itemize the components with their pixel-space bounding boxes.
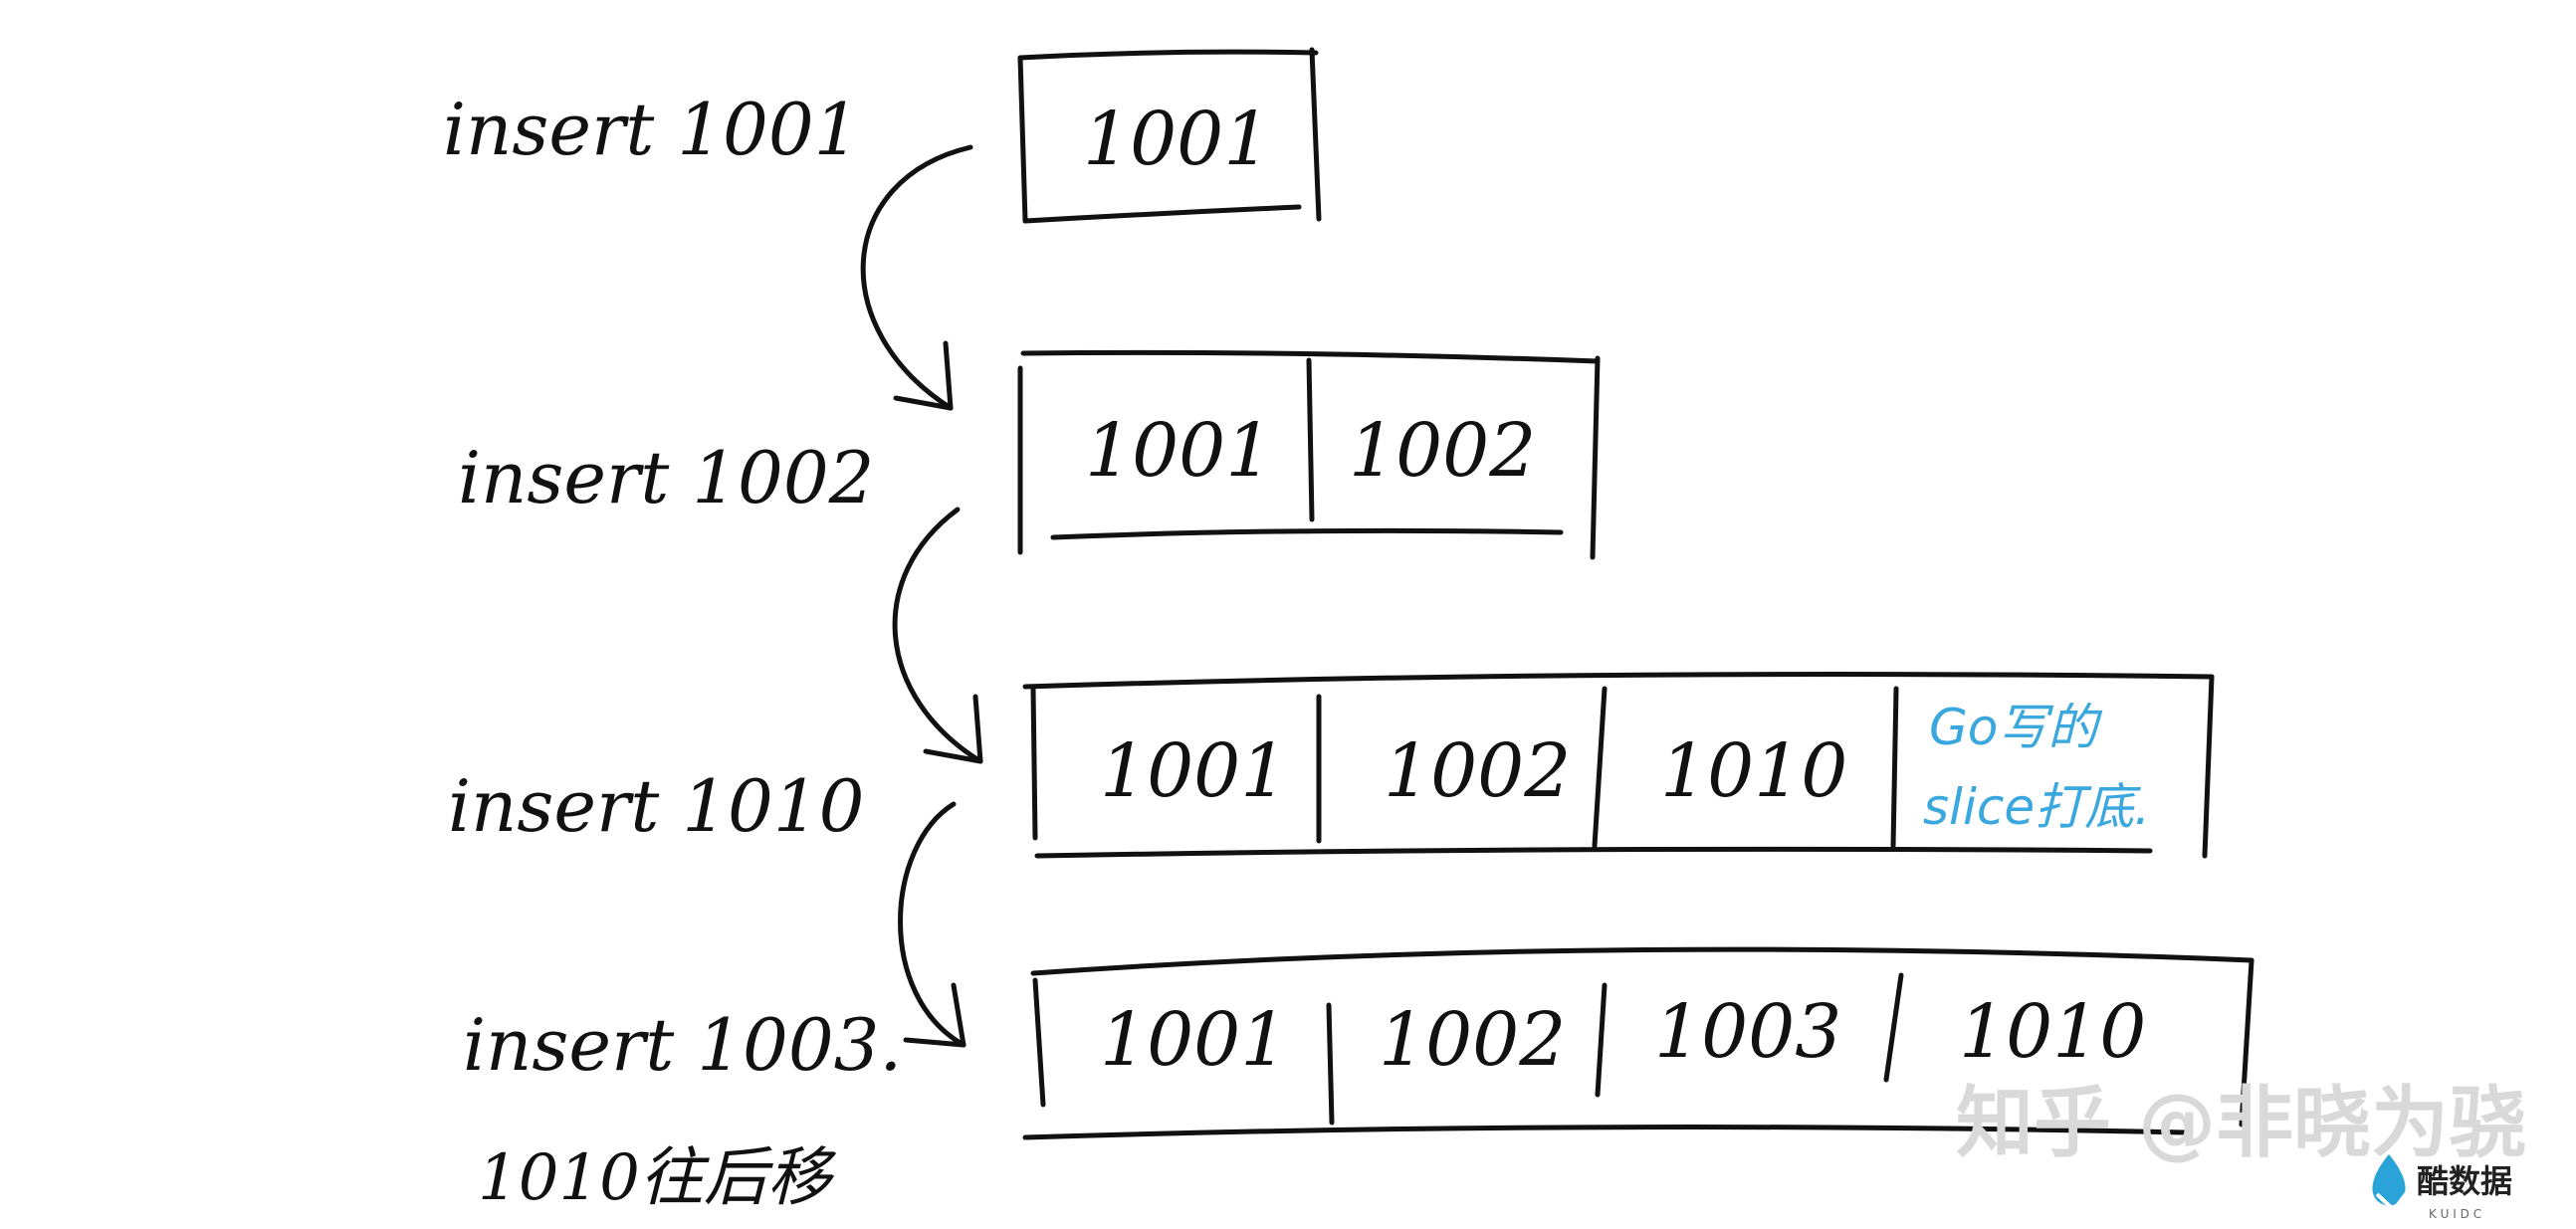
cell-4-1: 1001 bbox=[1100, 997, 1287, 1083]
step-4-label: insert 1003. bbox=[463, 1003, 902, 1087]
cell-2-2: 1002 bbox=[1349, 408, 1536, 494]
step-2-label: insert 1002 bbox=[458, 436, 874, 519]
brand-drop-icon bbox=[2372, 1154, 2406, 1206]
brand-logo: 酷数据 K U I D C bbox=[2372, 1154, 2512, 1221]
cell-4-3: 1003 bbox=[1654, 989, 1841, 1075]
slice-note-line-1: Go写的 bbox=[1929, 699, 2102, 756]
slice-box-step-1 bbox=[1017, 47, 1322, 224]
zhihu-watermark: 知乎 @非晓为骁 bbox=[1956, 1079, 2526, 1168]
cell-1-1: 1001 bbox=[1083, 97, 1270, 182]
cell-3-1: 1001 bbox=[1100, 728, 1287, 814]
slice-note-line-2: slice打底. bbox=[1923, 778, 2150, 836]
cell-3-2: 1002 bbox=[1384, 728, 1571, 814]
slice-box-step-2 bbox=[1017, 349, 1601, 560]
step-1-label: insert 1001 bbox=[443, 88, 859, 171]
cell-3-3: 1010 bbox=[1660, 728, 1847, 814]
arrow-1 bbox=[860, 144, 973, 411]
arrow-2 bbox=[892, 507, 983, 764]
cell-2-1: 1001 bbox=[1085, 408, 1272, 494]
step-4-sublabel: 1010往后移 bbox=[478, 1141, 837, 1215]
slice-box-step-3 bbox=[1022, 672, 2215, 859]
cell-4-2: 1002 bbox=[1379, 997, 1566, 1083]
brand-name: 酷数据 bbox=[2417, 1162, 2512, 1200]
slice-box-step-4 bbox=[1022, 946, 2254, 1140]
arrow-3 bbox=[898, 801, 966, 1048]
brand-arrow-icon bbox=[2375, 1188, 2411, 1213]
cell-4-4: 1010 bbox=[1959, 989, 2146, 1075]
step-3-label: insert 1010 bbox=[448, 764, 864, 848]
brand-subtext: K U I D C bbox=[2429, 1207, 2481, 1221]
